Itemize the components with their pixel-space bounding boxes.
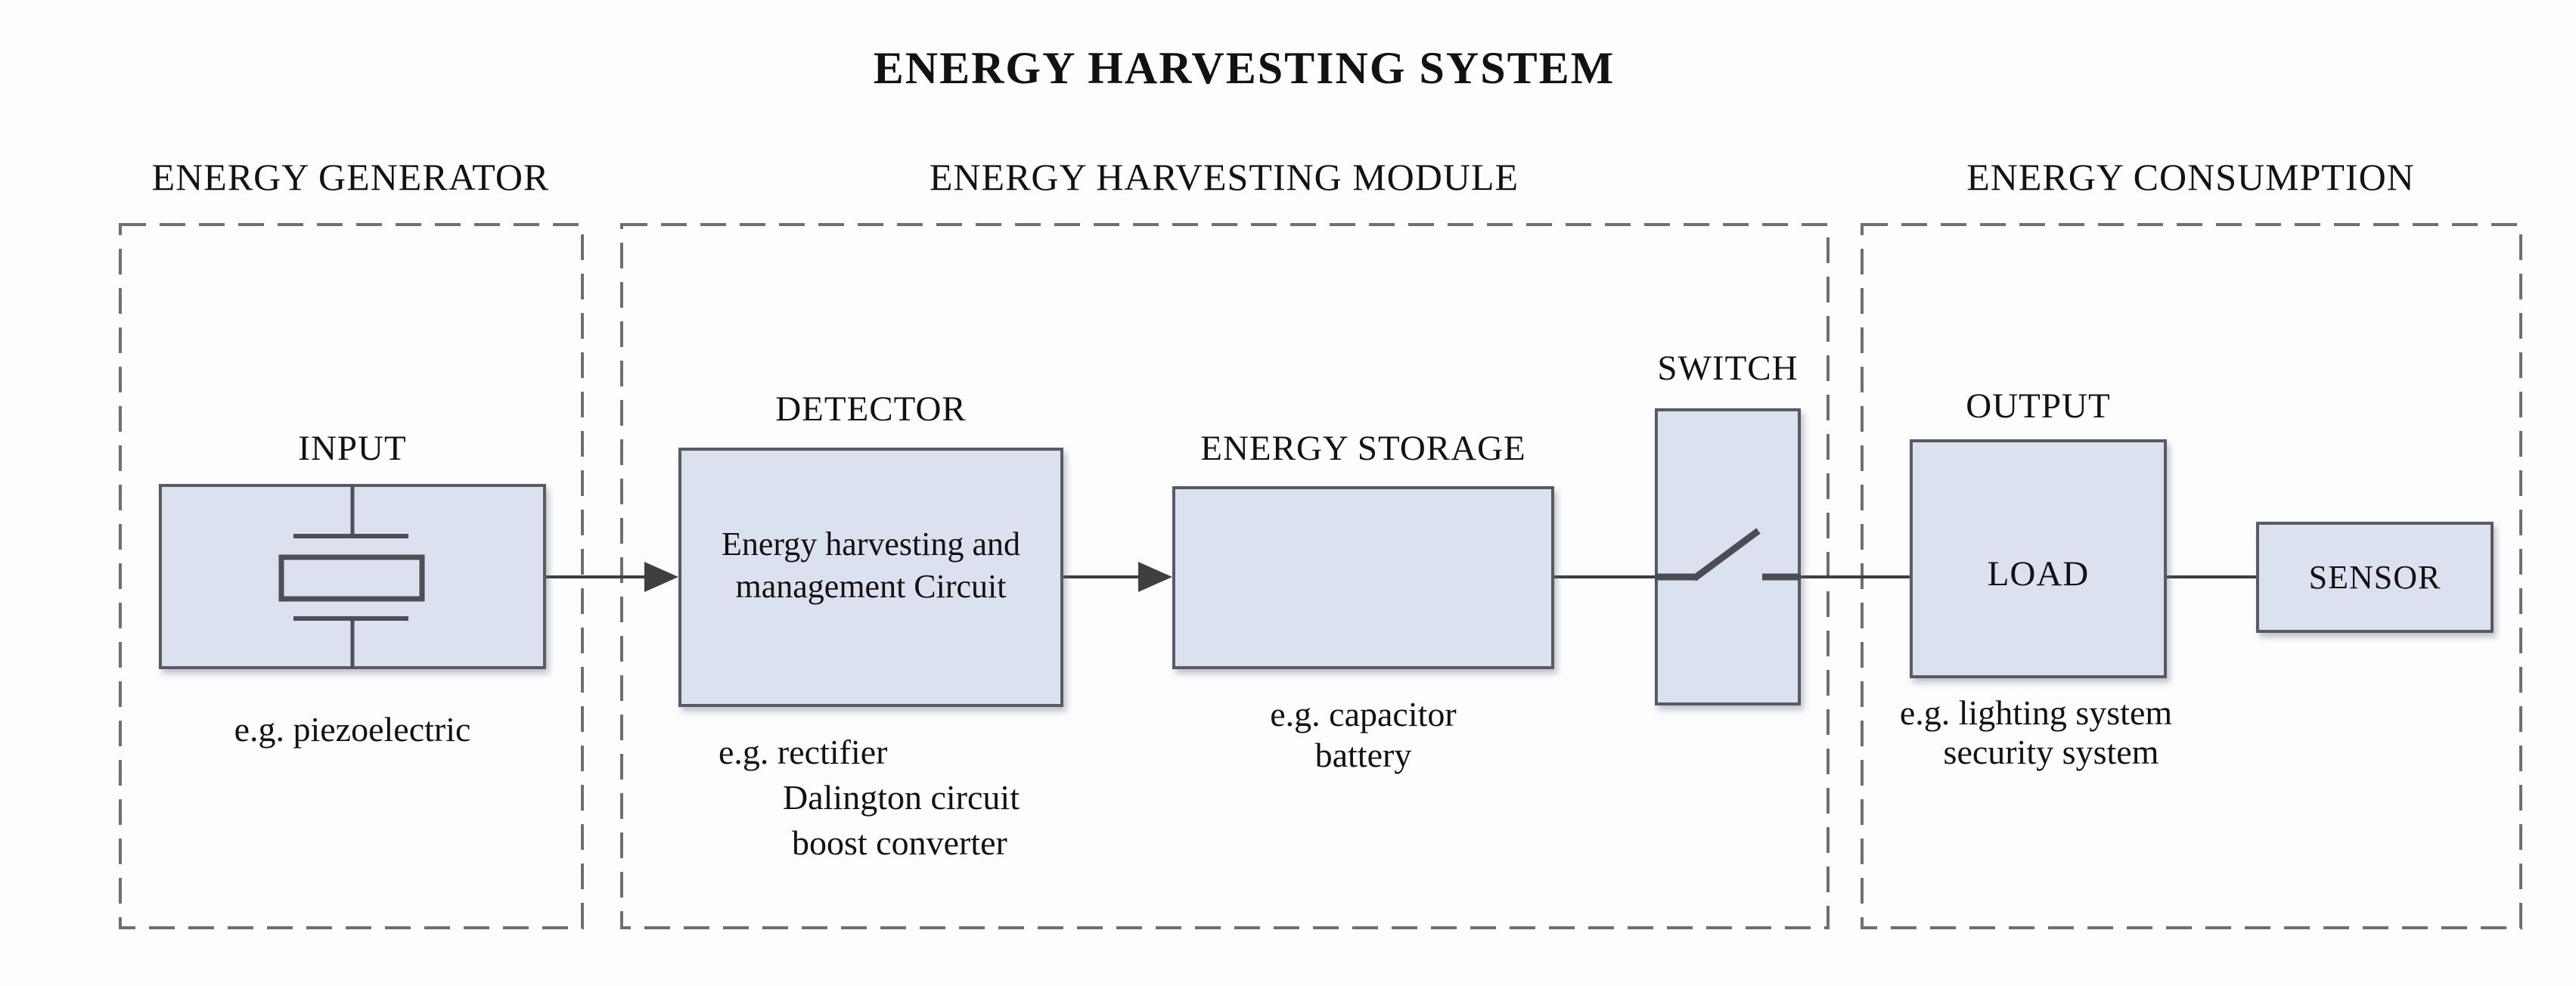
detector-description-line2: management Circuit (735, 568, 1007, 605)
energy-storage-node-box (1172, 486, 1554, 669)
detector-description: Energy harvesting and management Circuit (678, 523, 1063, 608)
sensor-node-box: SENSOR (2256, 522, 2494, 633)
detector-node-box (678, 448, 1063, 707)
arrowhead-icon (1138, 562, 1172, 592)
detector-example-caption-1: e.g. rectifier (718, 733, 888, 771)
section-label-energy-generator: ENERGY GENERATOR (151, 156, 550, 198)
output-load-node-box (1910, 439, 2167, 678)
input-label: INPUT (298, 429, 407, 468)
storage-example-caption-1: e.g. capacitor (1270, 695, 1457, 733)
detector-label: DETECTOR (775, 389, 967, 429)
input-example-caption: e.g. piezoelectric (234, 710, 471, 749)
detector-description-line1: Energy harvesting and (721, 526, 1021, 563)
section-label-energy-harvesting-module: ENERGY HARVESTING MODULE (929, 156, 1519, 198)
switch-node-box (1655, 408, 1801, 705)
arrowhead-icon (644, 562, 678, 592)
detector-example-caption-2: Dalington circuit (783, 778, 1020, 817)
output-label: OUTPUT (1966, 386, 2111, 426)
detector-example-caption-3: boost converter (792, 823, 1007, 862)
output-example-caption-2: security system (1943, 733, 2159, 771)
diagram-title: ENERGY HARVESTING SYSTEM (873, 43, 1615, 93)
input-node-box (159, 484, 546, 669)
load-text: LOAD (1987, 554, 2090, 594)
switch-label: SWITCH (1657, 349, 1799, 388)
output-example-caption-1: e.g. lighting system (1899, 693, 2173, 732)
energy-storage-label: ENERGY STORAGE (1200, 429, 1526, 468)
storage-example-caption-2: battery (1314, 736, 1412, 774)
section-label-energy-consumption: ENERGY CONSUMPTION (1966, 156, 2415, 198)
